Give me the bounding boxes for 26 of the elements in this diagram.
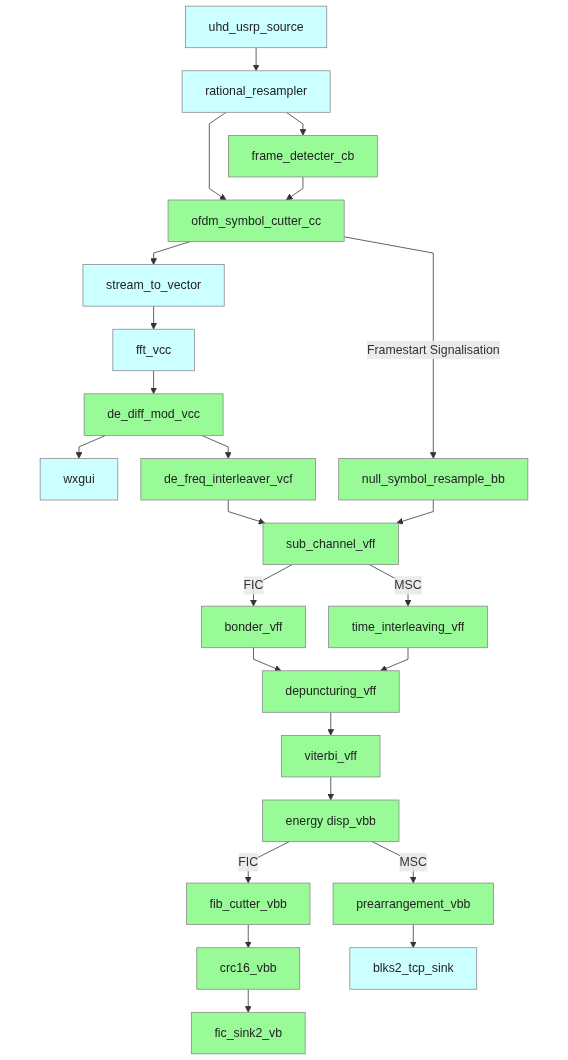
- edge-label: MSC: [399, 855, 427, 869]
- node-box: bonder_vff: [201, 605, 306, 649]
- node-box: fic_sink2_vb: [190, 1011, 306, 1055]
- node-box: de_freq_interleaver_vcf: [140, 458, 316, 501]
- node-box: crc16_vbb: [196, 947, 301, 990]
- node-box: sub_channel_vff: [262, 522, 399, 565]
- node-box: fft_vcc: [112, 328, 195, 372]
- edge-label: MSC: [394, 578, 422, 592]
- node-box: frame_detecter_cb: [228, 135, 378, 178]
- node-box: rational_resampler: [181, 70, 331, 113]
- node-box: de_diff_mod_vcc: [83, 393, 224, 436]
- node-box: uhd_usrp_source: [185, 5, 328, 49]
- edge-label: FIC: [243, 578, 264, 592]
- node-box: prearrangement_vbb: [332, 882, 494, 925]
- edge-label: FIC: [238, 855, 259, 869]
- node-box: time_interleaving_vff: [328, 605, 488, 649]
- node-box: fib_cutter_vbb: [186, 882, 311, 925]
- node-box: depuncturing_vff: [261, 670, 400, 713]
- node-box: viterbi_vff: [281, 735, 381, 778]
- node-box: blks2_tcp_sink: [349, 947, 478, 990]
- node-box: stream_to_vector: [82, 264, 225, 307]
- edge-label: Framestart Signalisation: [366, 343, 500, 357]
- node-box: wxgui: [39, 458, 119, 501]
- node-box: energy disp_vbb: [262, 799, 400, 842]
- node-box: null_symbol_resample_bb: [338, 458, 529, 501]
- node-box: ofdm_symbol_cutter_cc: [167, 199, 345, 242]
